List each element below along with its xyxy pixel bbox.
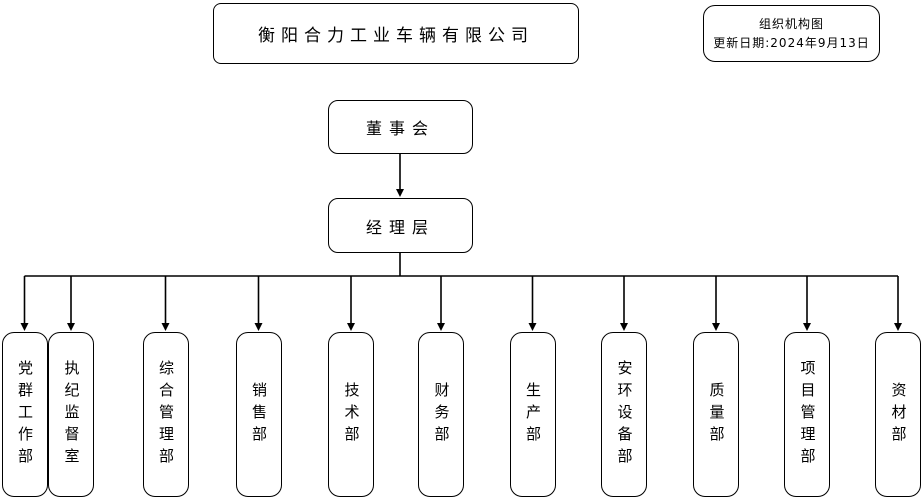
node-dept-discipline-supervision: 执纪监督室 (48, 332, 94, 497)
node-dept-technology: 技术部 (328, 332, 374, 497)
node-dept-quality: 质量部 (693, 332, 739, 497)
node-dept-sales: 销售部 (235, 332, 282, 497)
node-board-label: 董事会 (365, 119, 435, 138)
node-dept-general-management: 综合管理部 (142, 332, 189, 497)
node-management-label: 经理层 (365, 217, 435, 237)
node-board-of-directors: 董事会 (328, 100, 473, 154)
dept-label: 销售部 (250, 381, 268, 448)
edge-board-to-management (396, 153, 404, 197)
edge-to-dept-0 (20, 276, 29, 331)
chart-type-label: 组织机构图 (758, 16, 824, 31)
dept-label: 党群工作部 (16, 359, 34, 470)
dept-label: 安环设备部 (615, 359, 634, 470)
dept-label: 生产部 (524, 381, 542, 448)
company-title: 衡阳合力工业车辆有限公司 (258, 26, 534, 46)
node-dept-safety-equipment: 安环设备部 (601, 332, 647, 497)
node-dept-finance: 财务部 (418, 332, 464, 497)
edge-to-dept-9 (803, 276, 811, 331)
update-date-label: 更新日期:2024年9月13日 (713, 35, 870, 50)
dept-label: 资材部 (889, 381, 908, 448)
edge-to-dept-2 (161, 276, 170, 331)
dept-label: 执纪监督室 (62, 359, 81, 470)
edge-to-dept-5 (437, 276, 445, 331)
node-dept-materials: 资材部 (875, 332, 921, 497)
edge-to-dept-6 (528, 276, 537, 331)
dept-label: 综合管理部 (157, 359, 175, 470)
node-dept-production: 生产部 (509, 332, 556, 497)
dept-label: 项目管理部 (798, 359, 817, 470)
edge-to-dept-10 (894, 276, 902, 331)
node-dept-project-management: 项目管理部 (784, 332, 830, 497)
edge-to-dept-1 (67, 276, 75, 331)
edge-to-dept-3 (254, 276, 263, 331)
node-management-layer: 经理层 (328, 198, 473, 253)
dept-label: 技术部 (342, 381, 361, 448)
edge-to-dept-8 (712, 276, 720, 331)
chart-info-box: 组织机构图 更新日期:2024年9月13日 (703, 5, 880, 62)
edge-to-dept-7 (620, 276, 628, 331)
edge-to-dept-4 (347, 276, 355, 331)
dept-label: 质量部 (707, 381, 726, 448)
node-dept-party-affairs: 党群工作部 (1, 332, 48, 497)
dept-label: 财务部 (432, 381, 451, 448)
company-title-box: 衡阳合力工业车辆有限公司 (213, 3, 579, 64)
